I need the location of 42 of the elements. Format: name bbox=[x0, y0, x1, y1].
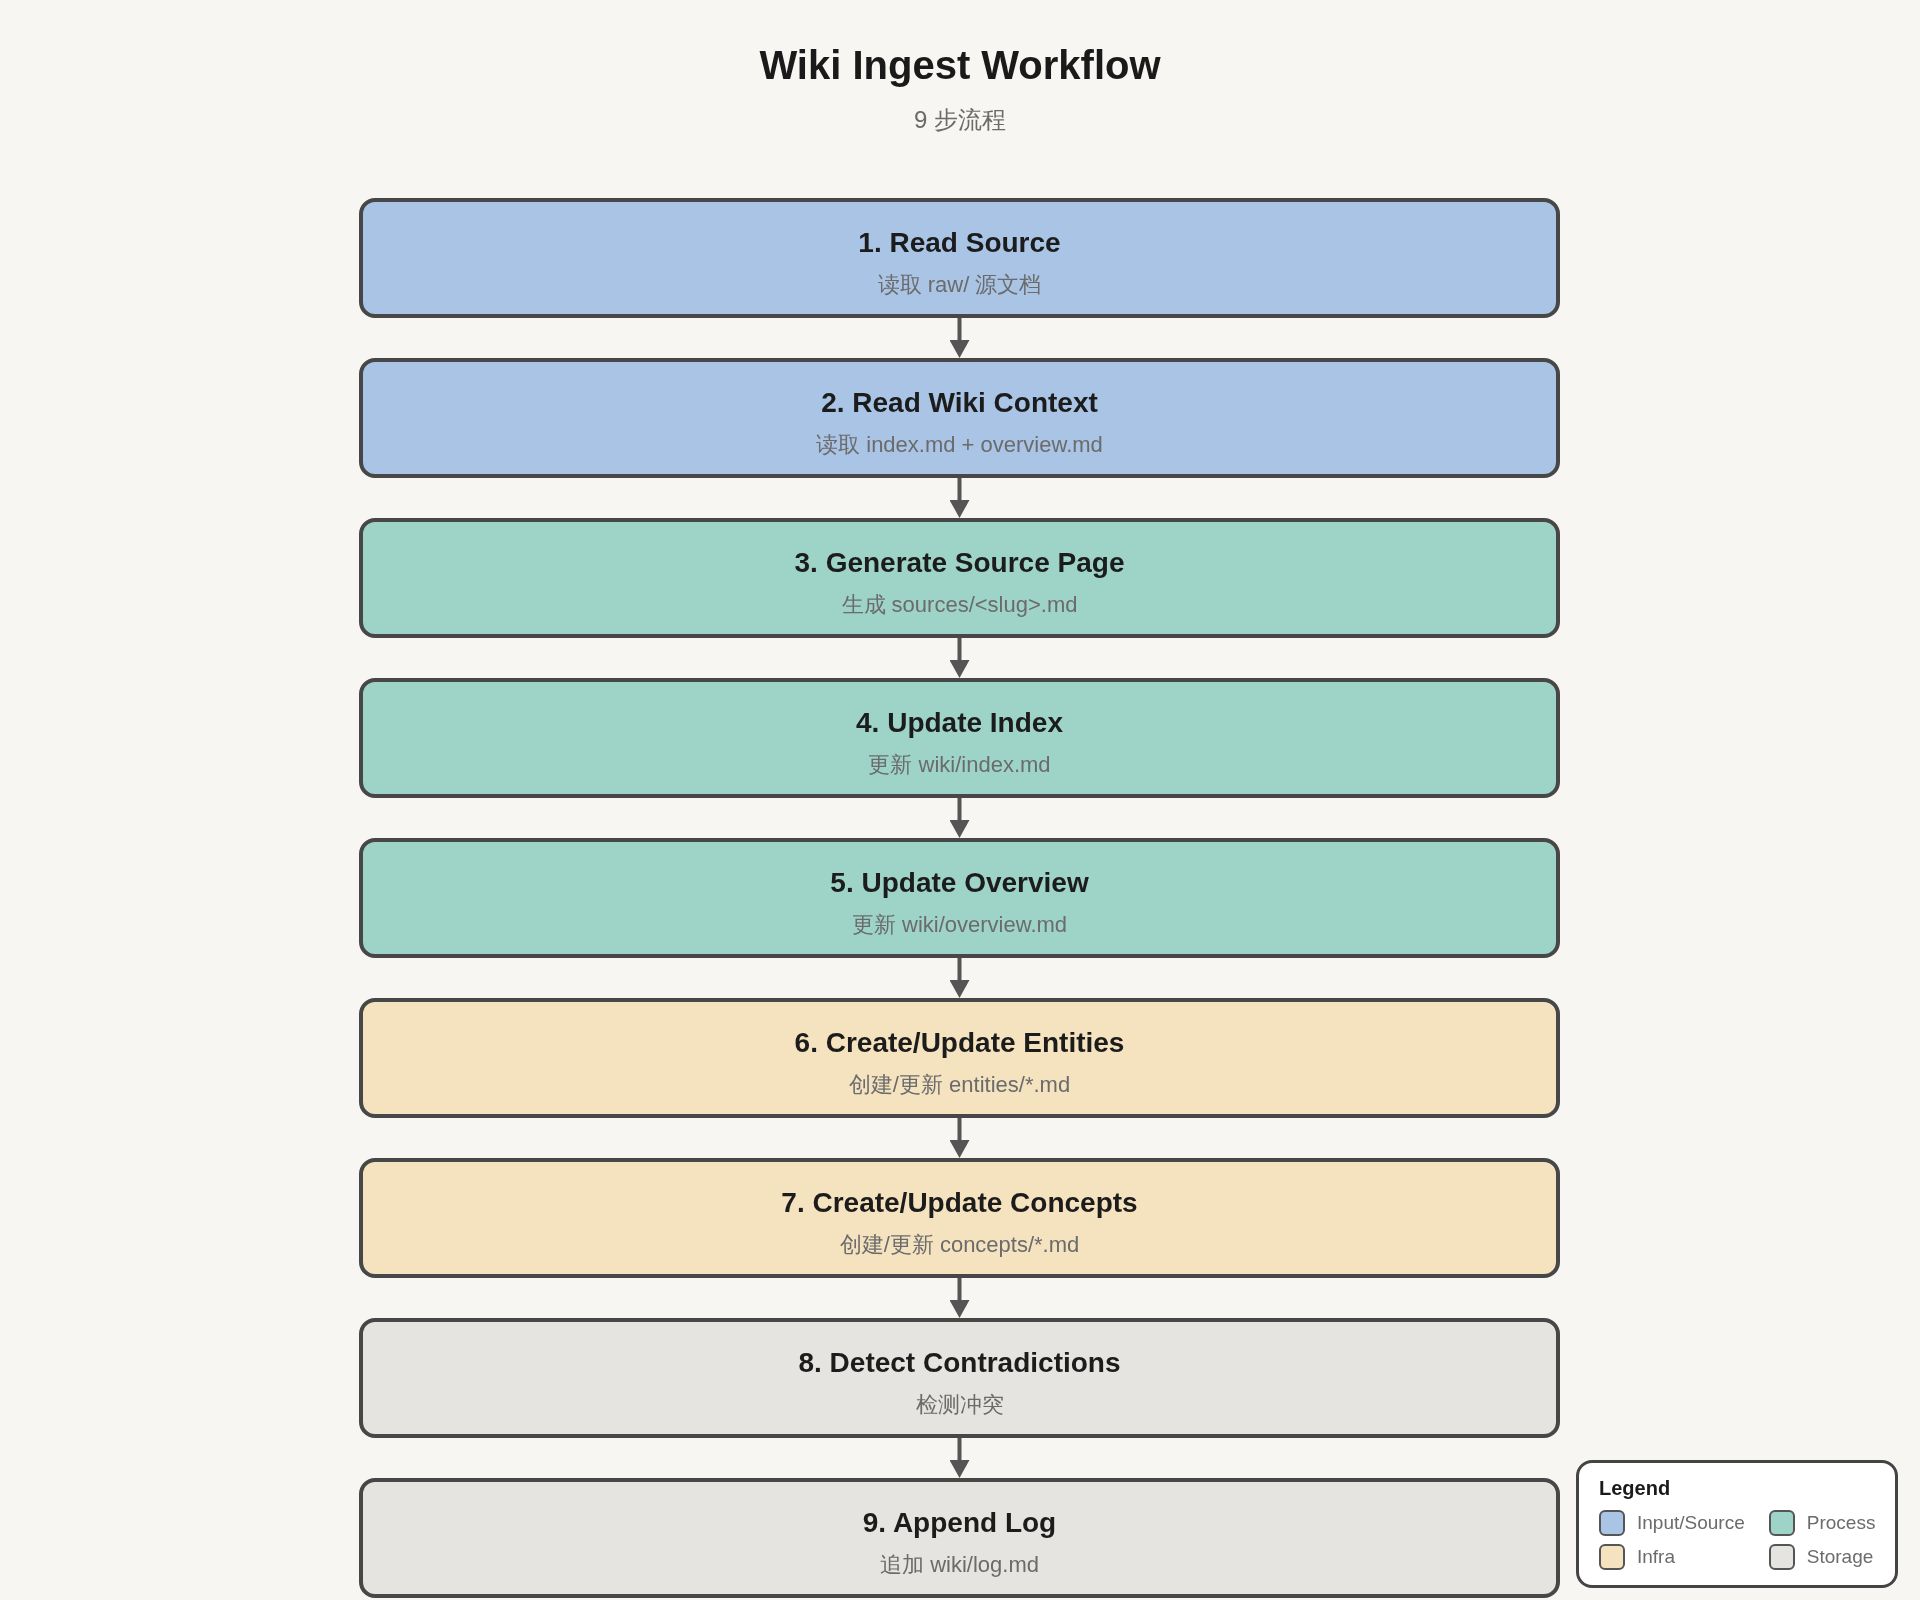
step-title: 9. Append Log bbox=[862, 1506, 1057, 1540]
step-box bbox=[359, 1158, 1560, 1278]
step-title: 3. Generate Source Page bbox=[794, 546, 1125, 580]
step-description: 更新 wiki/overview.md bbox=[851, 912, 1068, 938]
step-description: 追加 wiki/log.md bbox=[880, 1552, 1039, 1578]
arrow bbox=[949, 958, 970, 998]
step-title: 4. Update Index bbox=[856, 706, 1063, 740]
step-box bbox=[359, 678, 1560, 798]
step-title: 2. Read Wiki Context bbox=[821, 386, 1098, 420]
step-box bbox=[359, 838, 1560, 958]
title: Wiki Ingest Workflow bbox=[759, 42, 1161, 89]
step-description: 生成 sources/<slug>.md bbox=[841, 592, 1078, 618]
step-box bbox=[359, 1478, 1560, 1598]
step-title: 7. Create/Update Concepts bbox=[781, 1186, 1138, 1220]
step-description: 创建/更新 entities/*.md bbox=[848, 1072, 1071, 1098]
step-box bbox=[359, 198, 1560, 318]
arrow bbox=[949, 318, 970, 358]
step-title: 8. Detect Contradictions bbox=[798, 1346, 1121, 1380]
step-description: 读取 raw/ 源文档 bbox=[877, 272, 1042, 298]
legend-label: Storage bbox=[1806, 1545, 1874, 1569]
step-box bbox=[359, 358, 1560, 478]
arrow bbox=[949, 798, 970, 838]
arrow bbox=[949, 1118, 970, 1158]
arrow bbox=[949, 638, 970, 678]
legend-label: Process bbox=[1806, 1511, 1876, 1535]
step-box bbox=[359, 1318, 1560, 1438]
step-title: 1. Read Source bbox=[858, 226, 1061, 260]
legend-title: Legend bbox=[1599, 1476, 1671, 1501]
step-description: 读取 index.md + overview.md bbox=[816, 432, 1103, 458]
step-box bbox=[359, 518, 1560, 638]
step-box bbox=[359, 998, 1560, 1118]
legend-label: Infra bbox=[1637, 1545, 1676, 1569]
legend-label: Input/Source bbox=[1637, 1511, 1745, 1535]
arrow bbox=[949, 1438, 970, 1478]
step-description: 更新 wiki/index.md bbox=[868, 752, 1051, 778]
arrow bbox=[949, 1278, 970, 1318]
subtitle: 9 步流程 bbox=[914, 105, 1006, 135]
step-title: 6. Create/Update Entities bbox=[794, 1026, 1125, 1060]
step-description: 创建/更新 concepts/*.md bbox=[839, 1232, 1080, 1258]
step-description: 检测冲突 bbox=[915, 1392, 1004, 1418]
arrow bbox=[949, 478, 970, 518]
step-title: 5. Update Overview bbox=[830, 866, 1089, 900]
